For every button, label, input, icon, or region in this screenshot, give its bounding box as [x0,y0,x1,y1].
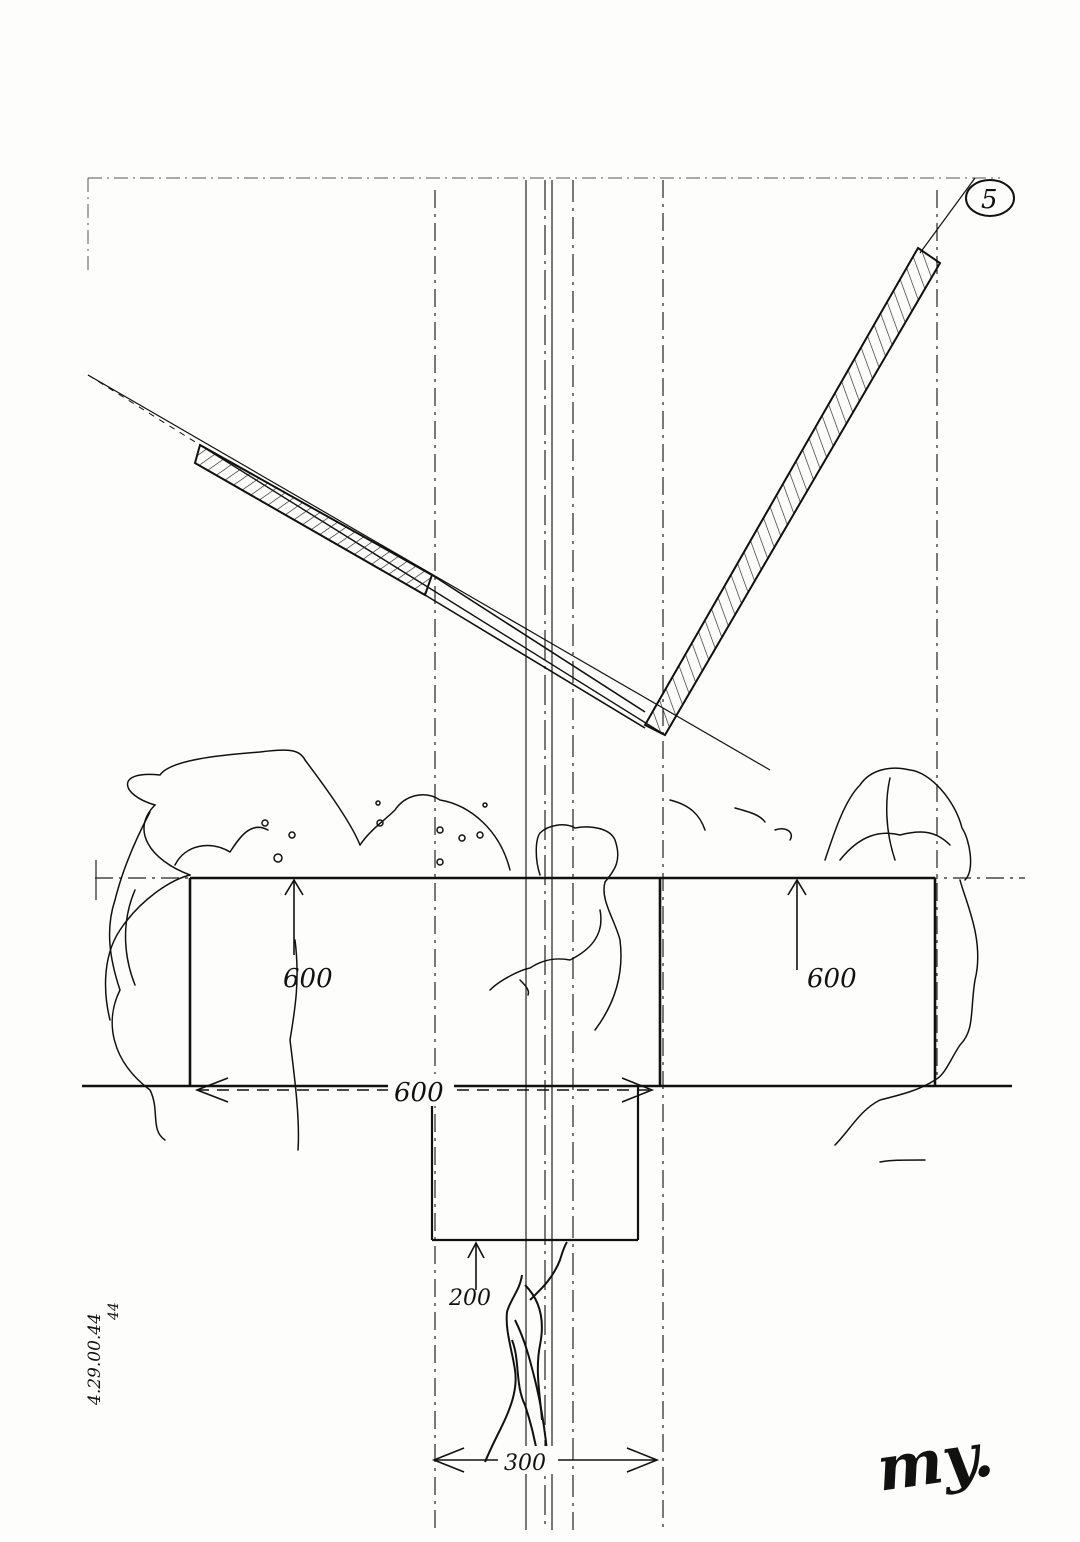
tree-left [126,749,361,876]
tree-center [535,824,622,1031]
foliage-sketch [104,749,979,1163]
sheet-frame [87,177,1000,270]
margin-note-line2: 44 [106,1302,122,1321]
sheet-number: 5 [981,185,998,215]
right-inclined-panel [643,177,976,737]
door-opening [430,1086,640,1242]
label-wall-height-right: 600 [807,964,857,994]
label-wall-width: 600 [394,1078,444,1108]
margin-note-line1: 4.29.00.44 [85,1313,105,1406]
signature: my. [872,1417,997,1505]
human-figure [484,1241,568,1463]
wall-outline [82,876,1012,1088]
tree-right [824,767,972,881]
label-wall-height-left: 600 [283,964,333,994]
sheet-number-circle [965,179,1015,217]
label-door-height: 200 [448,1286,491,1311]
label-door-width: 300 [504,1451,546,1476]
construction-lines [95,180,1025,1530]
